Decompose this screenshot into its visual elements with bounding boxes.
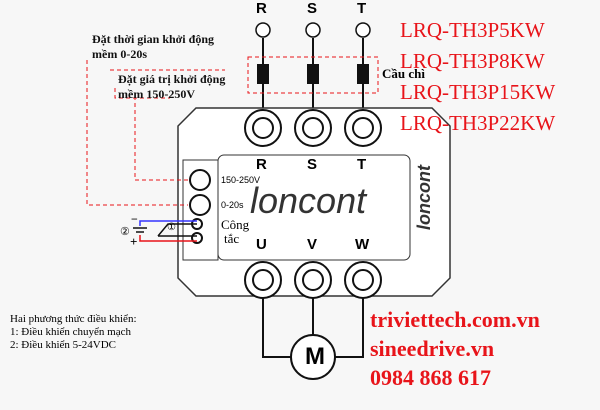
plus-sign: + [130, 234, 138, 249]
motor-circle [290, 334, 336, 380]
fuse-label: Cầu chì [382, 66, 425, 81]
motor-label: M [305, 343, 325, 370]
dc-marker: ② [120, 226, 130, 238]
time-pot-label: 0-20s [221, 200, 244, 210]
phase-s-label: S [307, 0, 318, 17]
control-methods: Hai phương thức điều khiển:1: Điều khiển… [10, 313, 137, 351]
panel-s-label: S [307, 156, 318, 173]
phase-r-label: R [256, 0, 267, 17]
website-2: sineedrive.vn [370, 336, 495, 361]
brand-logo-vertical: loncont [414, 165, 434, 230]
panel-t-label: T [357, 156, 367, 173]
output-v-label: V [307, 236, 318, 253]
voltage-pot-label: 150-250V [221, 175, 261, 185]
website-1: triviettech.com.vn [370, 307, 540, 332]
switch-marker: ① [167, 222, 176, 233]
phone-number: 0984 868 617 [370, 365, 491, 390]
phase-t-label: T [357, 0, 367, 17]
minus-sign: − [131, 212, 138, 226]
output-w-label: W [355, 236, 370, 253]
contact-info: triviettech.com.vn sineedrive.vn 0984 86… [370, 305, 540, 392]
fuse-box-outline [247, 56, 379, 94]
output-u-label: U [256, 236, 267, 253]
terminals [189, 109, 382, 299]
panel-r-label: R [256, 156, 267, 173]
brand-logo: loncont [250, 180, 367, 221]
